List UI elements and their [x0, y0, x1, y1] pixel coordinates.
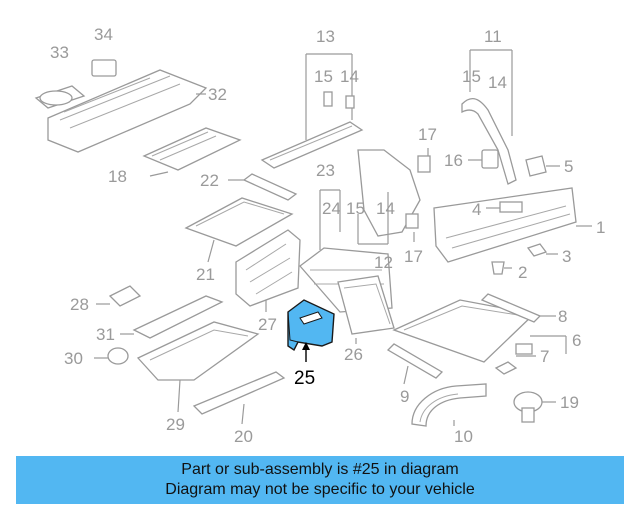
callout-13: 13 — [316, 27, 335, 46]
callout-28: 28 — [70, 295, 89, 314]
callout-12: 12 — [374, 253, 393, 272]
callout-25: 25 — [294, 368, 315, 389]
callout-20: 20 — [234, 427, 253, 446]
parts-diagram: 1 2 3 4 5 6 7 8 9 10 11 12 13 14 14 14 1… — [34, 25, 605, 446]
callout-14c: 14 — [376, 199, 395, 218]
callout-30: 30 — [64, 349, 83, 368]
part-29 — [136, 321, 260, 413]
part-27 — [235, 229, 301, 312]
callout-18: 18 — [108, 167, 127, 186]
callout-27: 27 — [258, 315, 277, 334]
callout-17b: 17 — [404, 247, 423, 266]
callout-15b: 15 — [462, 67, 481, 86]
callout-24: 24 — [322, 199, 341, 218]
callout-5: 5 — [564, 157, 573, 176]
part-3 — [526, 243, 558, 257]
callout-23: 23 — [316, 161, 335, 180]
part-25-leader — [302, 342, 310, 362]
callout-15c: 15 — [346, 199, 365, 218]
part-26 — [337, 275, 395, 344]
callout-19: 19 — [560, 393, 579, 412]
callout-14a: 14 — [340, 67, 359, 86]
callout-9: 9 — [400, 387, 409, 406]
callout-2: 2 — [518, 263, 527, 282]
banner-line-part: Part or sub-assembly is #25 in diagram — [181, 461, 459, 478]
part-18 — [142, 127, 242, 177]
callout-32: 32 — [208, 85, 227, 104]
callout-8: 8 — [558, 307, 567, 326]
info-banner: Part or sub-assembly is #25 in diagram D… — [16, 456, 624, 504]
part-8 — [480, 293, 556, 323]
part-9 — [386, 343, 444, 385]
callout-29-31: 31 — [96, 325, 115, 344]
part-32-assembly — [34, 59, 208, 153]
callout-21: 21 — [196, 265, 215, 284]
callout-14b: 14 — [488, 73, 507, 92]
callout-11: 11 — [484, 27, 502, 46]
callout-22: 22 — [200, 171, 219, 190]
callout-3: 3 — [562, 247, 571, 266]
part-2 — [491, 261, 512, 275]
callout-33: 33 — [50, 43, 69, 62]
part-31 — [120, 295, 224, 339]
callout-7: 7 — [540, 347, 549, 366]
part-25-highlighted[interactable] — [287, 299, 335, 352]
callout-10: 10 — [454, 427, 473, 446]
callout-16: 16 — [444, 151, 463, 170]
callout-1: 1 — [596, 218, 605, 237]
part-13 — [260, 53, 364, 169]
part-10 — [411, 383, 487, 427]
part-16 — [468, 149, 499, 169]
callout-17a: 17 — [418, 125, 437, 144]
part-30 — [94, 347, 129, 365]
part-5 — [525, 155, 560, 177]
part-11 — [461, 49, 517, 185]
banner-line-disclaimer: Diagram may not be specific to your vehi… — [165, 481, 475, 498]
part-17 — [405, 148, 431, 242]
part-21 — [184, 197, 294, 263]
callout-4: 4 — [472, 200, 481, 219]
callout-34: 34 — [94, 25, 113, 44]
part-1 — [433, 187, 592, 263]
part-7 — [494, 343, 536, 375]
part-19 — [513, 391, 556, 423]
part-22 — [228, 173, 298, 201]
callout-6: 6 — [572, 331, 581, 350]
part-28 — [96, 285, 142, 307]
part-12-leads — [357, 192, 389, 245]
callout-26: 26 — [344, 345, 363, 364]
part-20 — [192, 371, 286, 425]
callout-29: 29 — [166, 415, 185, 434]
callout-15a: 15 — [314, 67, 333, 86]
part-23 — [319, 149, 421, 250]
